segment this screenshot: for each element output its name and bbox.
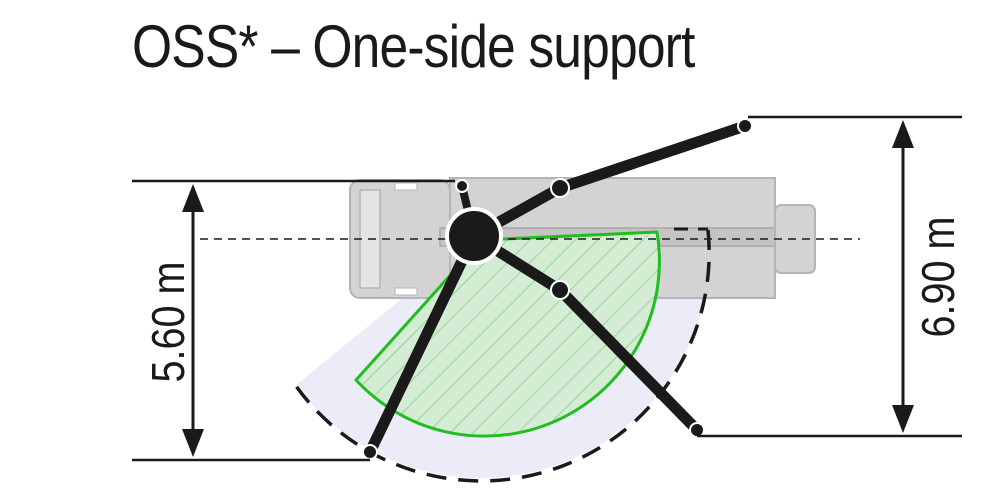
right-dimension-label: 6.90 m — [913, 217, 964, 338]
outer-boundary-arc — [294, 229, 711, 483]
working-zone — [354, 230, 661, 438]
left-dimension — [132, 179, 455, 462]
left-dimension-label: 5.60 m — [143, 262, 194, 383]
center-pivot — [445, 207, 503, 265]
outrigger-joints — [362, 118, 753, 460]
right-dimension — [697, 115, 962, 438]
diagram-title: OSS* – One-side support — [132, 13, 695, 80]
